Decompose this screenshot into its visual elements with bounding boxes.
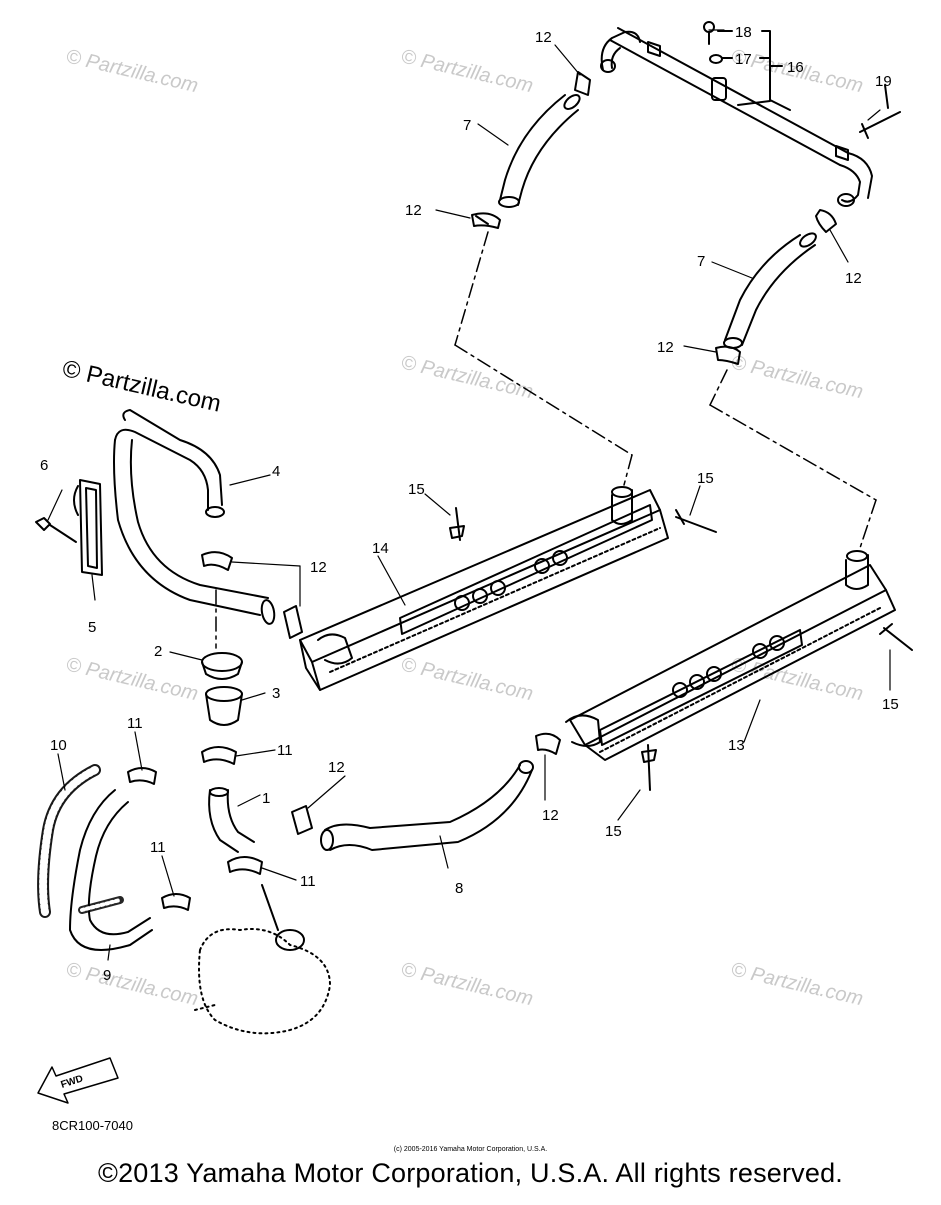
callout-7: 7 [697,253,705,270]
hose-4 [113,409,276,625]
cap-2 [201,652,243,680]
callout-17: 17 [735,51,752,68]
engine-outline [194,928,331,1035]
callout-13: 13 [728,737,745,754]
fwd-arrow-icon [37,1057,119,1104]
callout-16: 16 [787,59,804,76]
callout-11: 11 [127,715,143,732]
watermark: © Partzilla.com [399,45,535,97]
callout-4: 4 [272,463,280,480]
watermark: © Partzilla.com [399,351,535,403]
callout-15: 15 [605,823,622,840]
bolt-6 [35,517,77,543]
callout-11: 11 [300,873,316,890]
hose-clamp-12 [291,805,313,835]
callout-5: 5 [88,619,96,636]
bracket-5 [73,479,103,576]
hose-clamp-12 [471,212,501,229]
hose-7-left [498,71,591,208]
hose-7-right [723,232,817,349]
callout-19: 19 [875,73,892,90]
callout-3: 3 [272,685,280,702]
callout-12: 12 [405,202,422,219]
hose-clamp-11 [201,746,237,765]
rivet-15 [449,507,465,541]
hose-8 [320,760,534,851]
rivet-15 [641,744,657,791]
hose-clamp-11 [161,893,191,911]
watermark: © Partzilla.com [729,351,865,403]
callout-12: 12 [657,339,674,356]
hose-clamp-12 [715,345,741,365]
pump-fitting [275,929,305,951]
hose-clamp-12 [201,551,233,571]
callout-12: 12 [542,807,559,824]
callout-15: 15 [882,696,899,713]
callout-2: 2 [154,643,162,660]
copyright-footer: ©2013 Yamaha Motor Corporation, U.S.A. A… [97,1158,844,1188]
pump-neck [261,884,279,931]
rivet-15 [675,509,717,533]
callout-1: 1 [262,790,270,807]
watermark: © Partzilla.com [64,45,200,97]
footer-small-print: (c) 2005-2016 Yamaha Motor Corporation, … [393,1146,548,1153]
thermostat-housing-3 [205,686,243,726]
watermark: © Partzilla.com [399,653,535,705]
hose-clamp-12 [815,209,837,233]
hose-clamp-12 [283,605,303,639]
parts-drawing [35,21,913,1104]
callout-14: 14 [372,540,389,557]
watermark: © Partzilla.com [399,958,535,1010]
hose-clamp-12 [535,732,561,755]
radiator-14 [299,486,669,691]
callout-12: 12 [535,29,552,46]
callout-6: 6 [40,457,48,474]
callout-12: 12 [310,559,327,576]
callout-11: 11 [277,742,293,759]
bolt-18 [703,21,733,45]
callout-15: 15 [408,481,425,498]
guide-lines [215,231,877,649]
callout-11: 11 [150,839,166,856]
fwd-label: FWD [60,1073,85,1091]
watermark: © Partzilla.com [729,958,865,1010]
callout-12: 12 [328,759,345,776]
leader-lines [47,29,891,961]
diagram-code: 8CR100-7040 [52,1118,133,1133]
hose-9 [69,789,153,951]
callout-10: 10 [50,737,67,754]
radiator-13 [565,550,896,761]
washer-17 [709,54,733,64]
callout-12: 12 [845,270,862,287]
hose-1 [208,787,255,853]
callout-7: 7 [463,117,471,134]
rivet-15 [879,623,913,651]
hose-clamp-11 [127,767,157,785]
bolt-19 [859,84,901,139]
callout-8: 8 [455,880,463,897]
hose-clamp-11 [227,856,263,875]
callout-18: 18 [735,24,752,41]
watermark: © Partzilla.com [64,653,200,705]
callout-15: 15 [697,470,714,487]
callout-labels: 12 18 17 16 19 7 12 12 7 12 4 6 5 15 15 … [40,24,899,1091]
hose-10 [37,764,101,918]
pipe-assembly-16 [600,27,873,207]
watermark: © Partzilla.com [64,958,200,1010]
callout-9: 9 [103,967,111,984]
